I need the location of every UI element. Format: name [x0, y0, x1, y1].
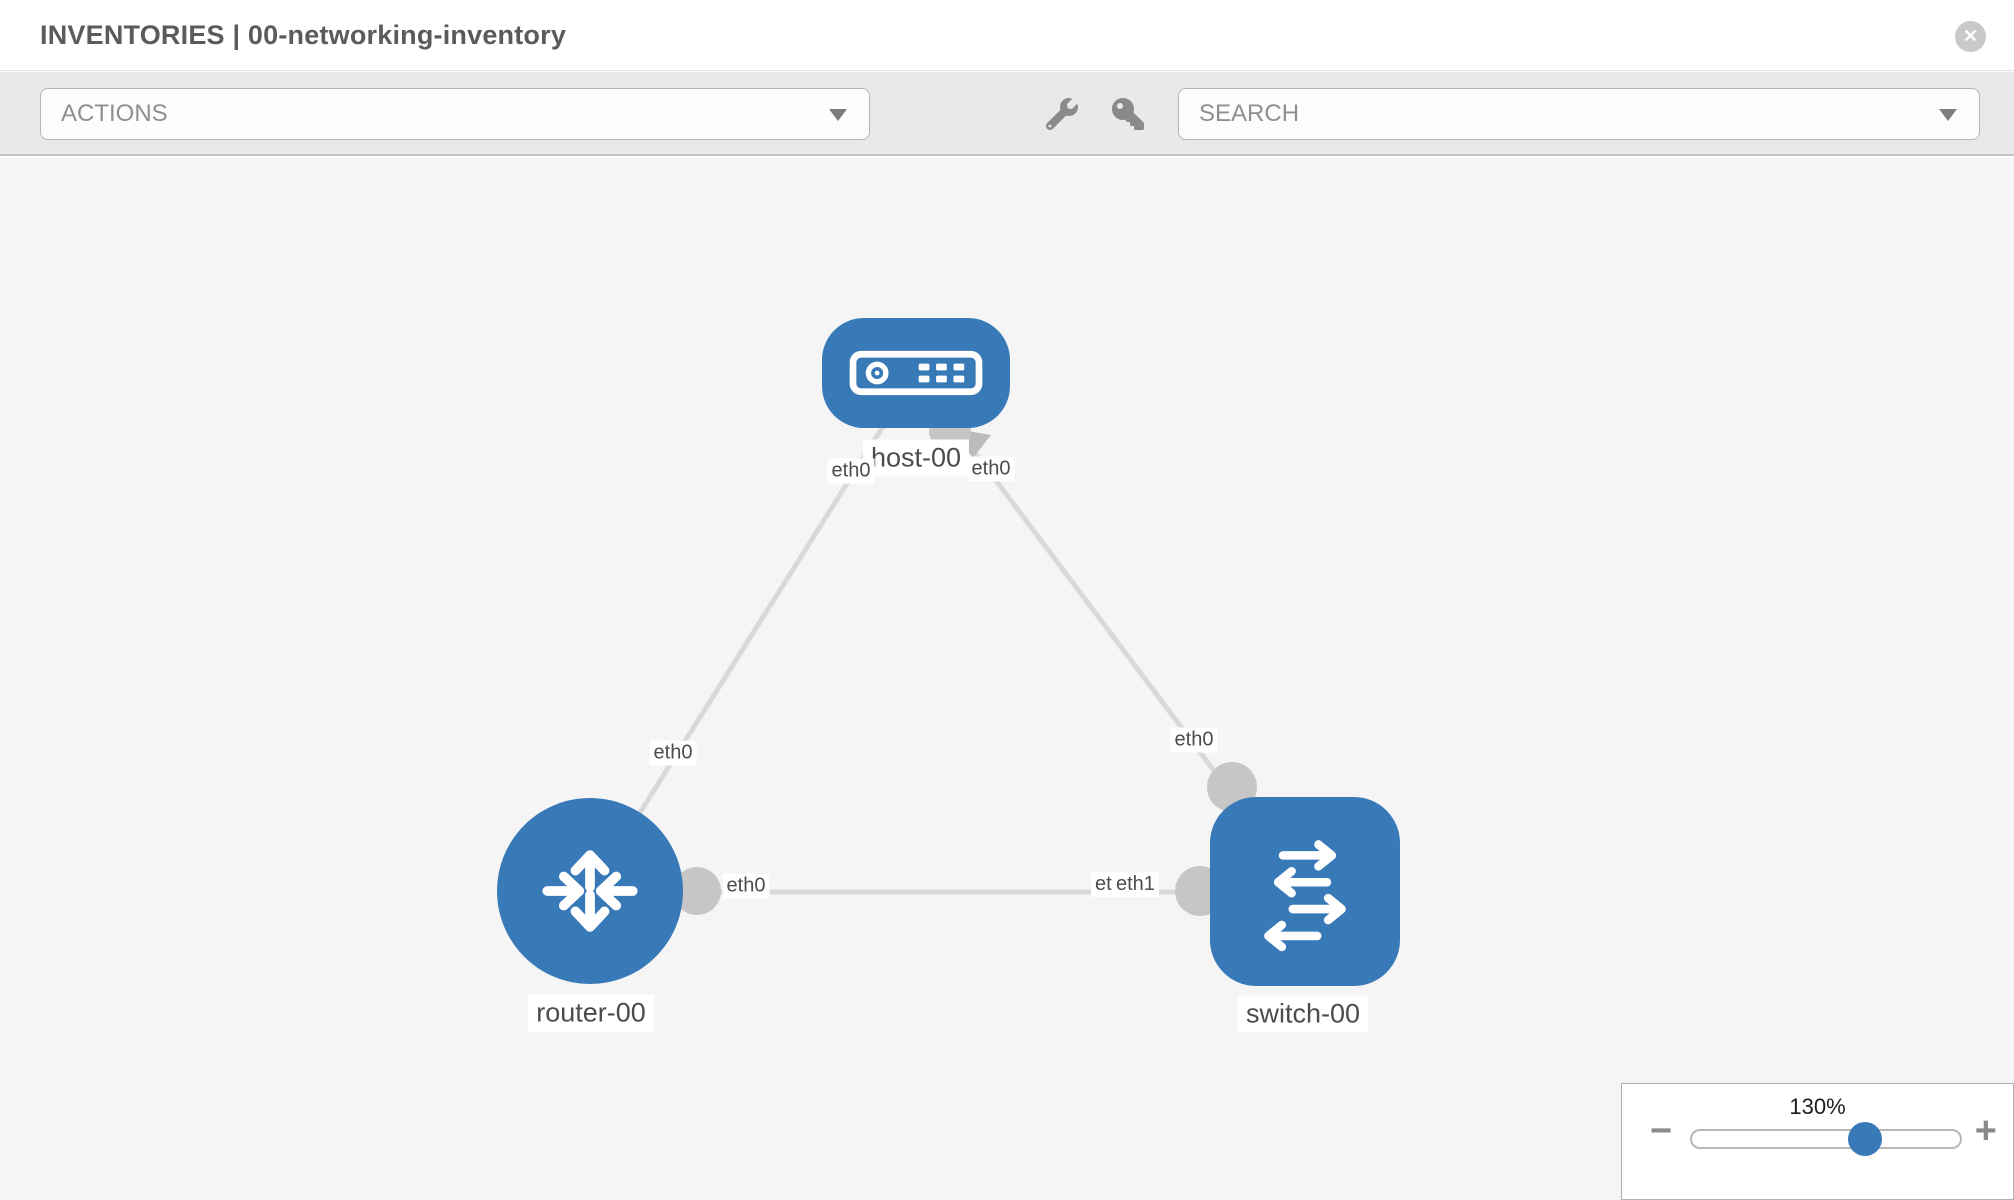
close-icon: ✕ [1962, 26, 1979, 46]
topology-links-layer [587, 372, 1307, 916]
zoom-out-button[interactable]: − [1650, 1112, 1672, 1150]
search-dropdown-label: SEARCH [1199, 100, 1300, 127]
search-dropdown[interactable]: SEARCH [1178, 88, 1980, 140]
interface-label-router-to-host: eth0 [649, 740, 697, 766]
interface-circle-router [673, 867, 721, 915]
interface-label-router-to-switch: eth0 [722, 873, 770, 899]
topology-canvas[interactable]: host-00 router-00 switch-00 eth0 eth0 et… [0, 158, 2014, 1200]
interface-label-host-to-router: eth0 [827, 458, 875, 484]
close-button[interactable]: ✕ [1955, 21, 1986, 52]
toolbar: ACTIONS SEARCH [0, 72, 2014, 156]
host-icon [849, 350, 983, 396]
node-switch-00[interactable] [1210, 797, 1400, 986]
key-icon [1112, 98, 1144, 130]
interface-label-switch-to-host: eth0 [1170, 727, 1218, 753]
configure-tools-button[interactable] [1044, 96, 1080, 132]
chevron-down-icon [1939, 109, 1957, 121]
interface-label-host-to-switch: eth0 [967, 456, 1015, 482]
node-label-router: router-00 [528, 994, 654, 1032]
switch-icon [1264, 839, 1346, 951]
wrench-icon [1046, 98, 1078, 130]
zoom-value: 130% [1789, 1094, 1846, 1119]
interface-label-switch-to-router: eth1 [1112, 872, 1159, 897]
page-title: INVENTORIES | 00-networking-inventory [40, 20, 567, 50]
node-label-host: host-00 [862, 439, 970, 477]
header: INVENTORIES | 00-networking-inventory ✕ [0, 0, 2014, 71]
zoom-in-button[interactable]: + [1975, 1112, 1997, 1150]
node-router-00[interactable] [497, 798, 683, 984]
credentials-button[interactable] [1110, 96, 1146, 132]
plus-icon: + [1974, 1110, 1997, 1152]
zoom-slider[interactable] [1690, 1122, 1962, 1156]
node-label-switch: switch-00 [1237, 995, 1369, 1033]
zoom-slider-knob[interactable] [1848, 1122, 1882, 1156]
node-host-00[interactable] [822, 318, 1010, 428]
actions-dropdown-label: ACTIONS [61, 100, 168, 127]
actions-dropdown[interactable]: ACTIONS [40, 88, 870, 140]
zoom-control-panel: 130% − + [1621, 1083, 2014, 1200]
chevron-down-icon [829, 109, 847, 121]
router-icon [542, 850, 638, 932]
minus-icon: − [1650, 1110, 1673, 1152]
